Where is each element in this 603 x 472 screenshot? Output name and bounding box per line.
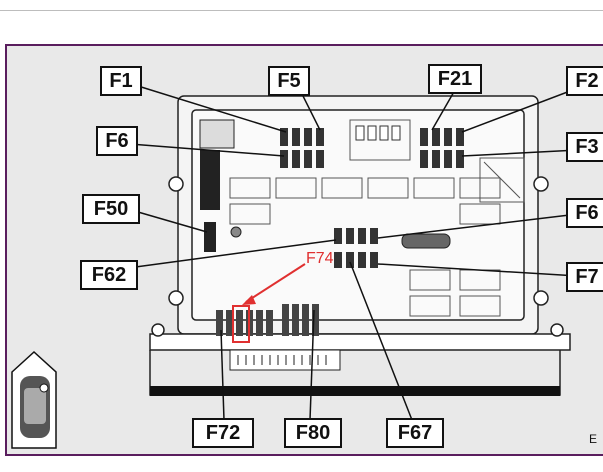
label-f6-top: F6 — [96, 126, 138, 156]
label-f80: F80 — [284, 418, 342, 448]
bottom-connector-pins — [237, 355, 327, 365]
label-f3: F3 — [566, 132, 603, 162]
fuse-block-top-right — [420, 128, 464, 168]
relay-block-left — [199, 119, 235, 149]
label-f6-right: F6 — [566, 198, 603, 228]
fuse-block-center — [334, 228, 378, 268]
fuse-block-top-center — [355, 125, 401, 141]
black-connector-left — [200, 150, 220, 210]
label-f62: F62 — [80, 260, 138, 290]
label-f2: F2 — [566, 66, 603, 96]
label-f50: F50 — [82, 194, 140, 224]
label-f21: F21 — [428, 64, 482, 94]
f74-leader-line — [245, 263, 306, 303]
f74-highlight-box — [232, 305, 250, 343]
fuse-box-mounting-holes — [151, 176, 564, 337]
fuse-block-top-left — [280, 128, 324, 168]
vehicle-location-icon — [11, 350, 57, 449]
top-divider — [0, 10, 603, 11]
label-f5: F5 — [268, 66, 310, 96]
screw — [230, 226, 242, 238]
label-f74: F74 — [306, 250, 334, 267]
label-f72: F72 — [192, 418, 254, 448]
relay-cross-mark — [483, 161, 521, 199]
fuse-f50-slot — [204, 222, 216, 252]
leader-lines — [127, 85, 579, 421]
corner-code: E — [588, 432, 597, 446]
f74-arrowhead — [242, 295, 256, 305]
base-connector-bar — [150, 386, 560, 396]
oval-connector — [401, 233, 451, 249]
label-f1: F1 — [100, 66, 142, 96]
label-f7: F7 — [566, 262, 603, 292]
label-f67: F67 — [386, 418, 444, 448]
